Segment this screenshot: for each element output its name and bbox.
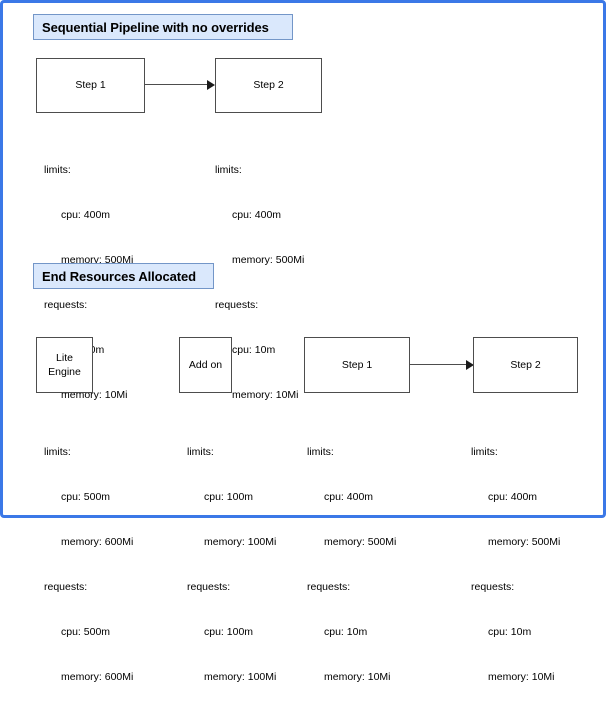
spec-requests-key: requests: — [307, 581, 351, 593]
spec-requests-cpu: cpu: 10m — [488, 626, 532, 638]
spec-limits-cpu: cpu: 100m — [204, 491, 254, 503]
section-banner-sequential-pipeline: Sequential Pipeline with no overrides — [33, 14, 293, 40]
spec-limits-memory: memory: 100Mi — [204, 536, 277, 548]
spec-limits-cpu: cpu: 400m — [61, 209, 111, 221]
node-step-1-bottom[interactable]: Step 1 — [304, 337, 410, 393]
arrow-shaft — [410, 364, 467, 365]
spec-requests-key: requests: — [187, 581, 231, 593]
spec-requests-key: requests: — [44, 581, 88, 593]
spec-requests-cpu: cpu: 100m — [204, 626, 254, 638]
spec-step-2-top: limits: cpu: 400m memory: 500Mi requests… — [215, 133, 304, 433]
spec-requests-cpu: cpu: 10m — [324, 626, 368, 638]
spec-limits-key: limits: — [187, 446, 214, 458]
spec-limits-cpu: cpu: 400m — [324, 491, 374, 503]
node-step-1-top[interactable]: Step 1 — [36, 58, 145, 113]
node-add-on[interactable]: Add on — [179, 337, 232, 393]
spec-requests-memory: memory: 10Mi — [232, 389, 299, 401]
spec-requests-memory: memory: 10Mi — [324, 671, 391, 683]
spec-requests-memory: memory: 600Mi — [61, 671, 134, 683]
spec-limits-key: limits: — [471, 446, 498, 458]
spec-requests-memory: memory: 100Mi — [204, 671, 277, 683]
spec-limits-cpu: cpu: 400m — [232, 209, 282, 221]
spec-limits-memory: memory: 500Mi — [232, 254, 305, 266]
spec-limits-memory: memory: 600Mi — [61, 536, 134, 548]
node-label: Step 2 — [253, 79, 284, 92]
diagram-canvas: Sequential Pipeline with no overrides St… — [0, 0, 606, 683]
spec-limits-memory: memory: 500Mi — [488, 536, 561, 548]
node-step-2-bottom[interactable]: Step 2 — [473, 337, 578, 393]
node-label-line-2: Engine — [48, 366, 81, 378]
spec-limits-cpu: cpu: 500m — [61, 491, 111, 503]
spec-add-on: limits: cpu: 100m memory: 100Mi requests… — [187, 415, 276, 715]
spec-limits-key: limits: — [44, 446, 71, 458]
spec-requests-cpu: cpu: 500m — [61, 626, 111, 638]
spec-step-1-bottom: limits: cpu: 400m memory: 500Mi requests… — [307, 415, 396, 715]
node-label-line-1: Lite — [56, 351, 73, 364]
spec-limits-cpu: cpu: 400m — [488, 491, 538, 503]
spec-limits-key: limits: — [215, 164, 242, 176]
section-banner-end-resources-allocated: End Resources Allocated — [33, 263, 214, 289]
spec-lite-engine: limits: cpu: 500m memory: 600Mi requests… — [44, 415, 133, 715]
node-label: Add on — [188, 358, 223, 371]
node-label: Step 1 — [75, 79, 106, 92]
spec-requests-memory: memory: 10Mi — [488, 671, 555, 683]
node-label: Step 2 — [510, 358, 541, 371]
node-step-2-top[interactable]: Step 2 — [215, 58, 322, 113]
spec-requests-key: requests: — [471, 581, 515, 593]
spec-requests-key: requests: — [215, 299, 259, 311]
node-label: Step 1 — [341, 358, 373, 371]
arrow-step1-to-step2-bottom — [410, 360, 474, 370]
arrow-head-icon — [207, 80, 215, 90]
arrow-shaft — [145, 84, 208, 85]
arrow-step1-to-step2-top — [145, 80, 215, 90]
spec-requests-key: requests: — [44, 299, 88, 311]
spec-step-2-bottom: limits: cpu: 400m memory: 500Mi requests… — [471, 415, 560, 715]
spec-requests-cpu: cpu: 10m — [232, 344, 276, 356]
spec-limits-key: limits: — [307, 446, 334, 458]
spec-limits-memory: memory: 500Mi — [324, 536, 397, 548]
spec-limits-key: limits: — [44, 164, 71, 176]
